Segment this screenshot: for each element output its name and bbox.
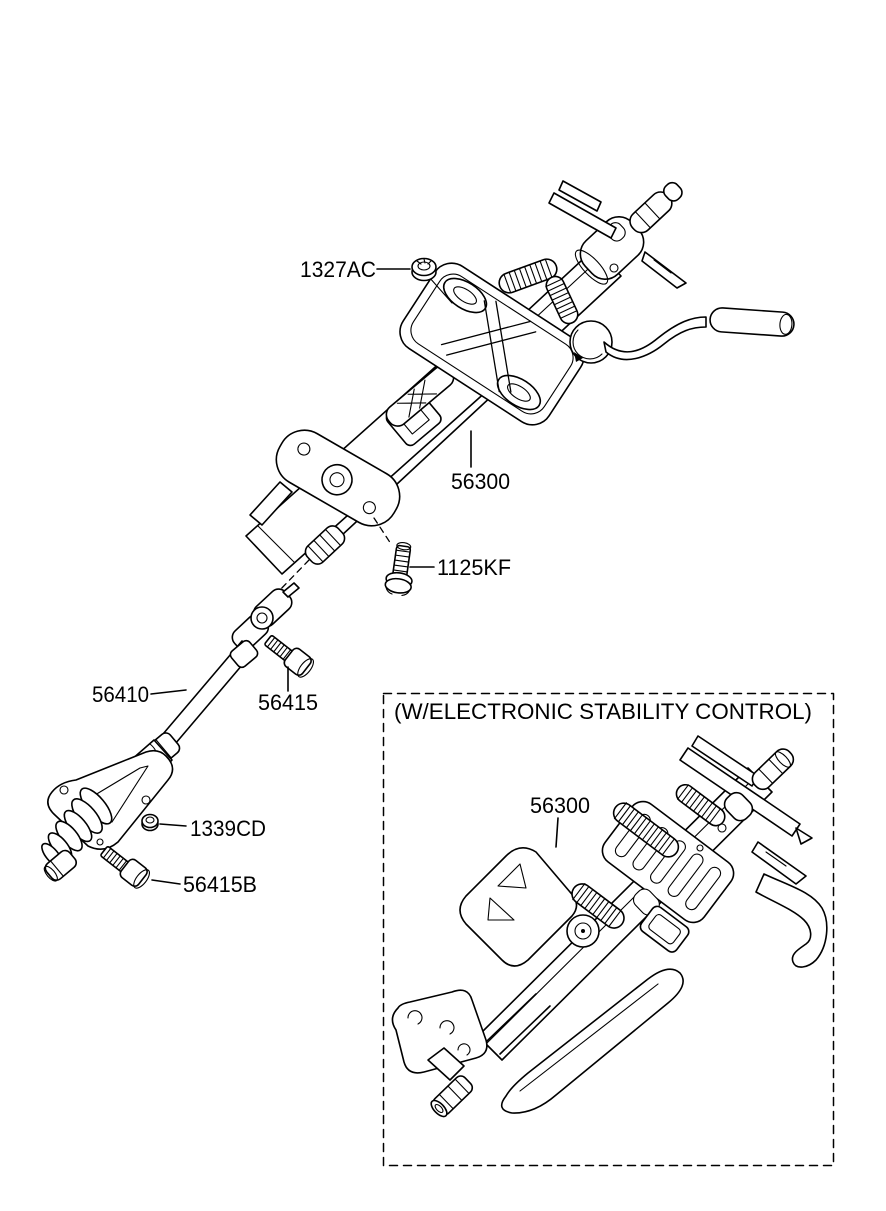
part-label-56415b: 56415B	[183, 872, 257, 897]
support-bracket-drawing	[275, 429, 401, 527]
dust-boot-drawing	[41, 739, 174, 882]
callouts: 1327AC 56300 1125KF 56410 56415 1339CD 5…	[92, 257, 511, 897]
tilt-spring-drawing	[498, 258, 558, 294]
esc-column-assembly-drawing	[391, 735, 828, 1118]
part-label-56300: 56300	[451, 469, 510, 494]
callout-56410: 56410	[92, 682, 187, 707]
bolt-56415b-drawing	[100, 846, 150, 889]
nut-1339cd-drawing	[141, 813, 159, 832]
callout-1339cd: 1339CD	[159, 816, 266, 841]
inset-border	[382, 692, 835, 1167]
upper-shaft-tip-drawing	[629, 181, 683, 234]
steering-column-assembly-drawing	[41, 180, 795, 889]
tilt-lever-drawing	[603, 307, 795, 361]
part-label-56300-esc: 56300	[530, 793, 590, 818]
nut-1327ac-drawing	[411, 257, 453, 304]
head-hole-drawing	[609, 263, 619, 273]
tilt-housing-drawing	[569, 320, 613, 364]
leader-line	[151, 879, 181, 885]
assembly-centerline	[276, 559, 310, 594]
lower-wing-drawing	[249, 481, 293, 526]
part-label-1339cd: 1339CD	[190, 816, 266, 841]
bolt-56415-drawing	[264, 635, 314, 678]
leader-line	[159, 823, 187, 827]
part-label-56415: 56415	[258, 690, 318, 715]
mounting-plate-drawing	[399, 262, 585, 426]
leader-line	[555, 817, 559, 848]
callout-1327ac: 1327AC	[300, 257, 411, 282]
inset-title: (W/ELECTRONIC STABILITY CONTROL)	[394, 699, 812, 724]
part-label-1125kf: 1125KF	[437, 555, 511, 580]
callout-56300: 56300	[451, 430, 510, 494]
callout-56300-esc: 56300	[530, 793, 590, 848]
bolt-centerline	[373, 517, 392, 545]
bolt-1125kf-drawing	[384, 542, 413, 596]
upper-bracket-wings-drawing	[548, 180, 687, 289]
callout-1125kf: 1125KF	[409, 555, 511, 580]
callout-56415: 56415	[258, 666, 318, 715]
lock-spring-drawing	[545, 275, 579, 325]
part-label-1327ac: 1327AC	[300, 257, 376, 282]
part-label-56410: 56410	[92, 682, 149, 707]
callout-56415b: 56415B	[151, 872, 257, 897]
splined-stub-drawing	[304, 525, 346, 565]
esc-inset-panel: (W/ELECTRONIC STABILITY CONTROL)	[382, 692, 835, 1167]
leader-line	[150, 689, 187, 695]
